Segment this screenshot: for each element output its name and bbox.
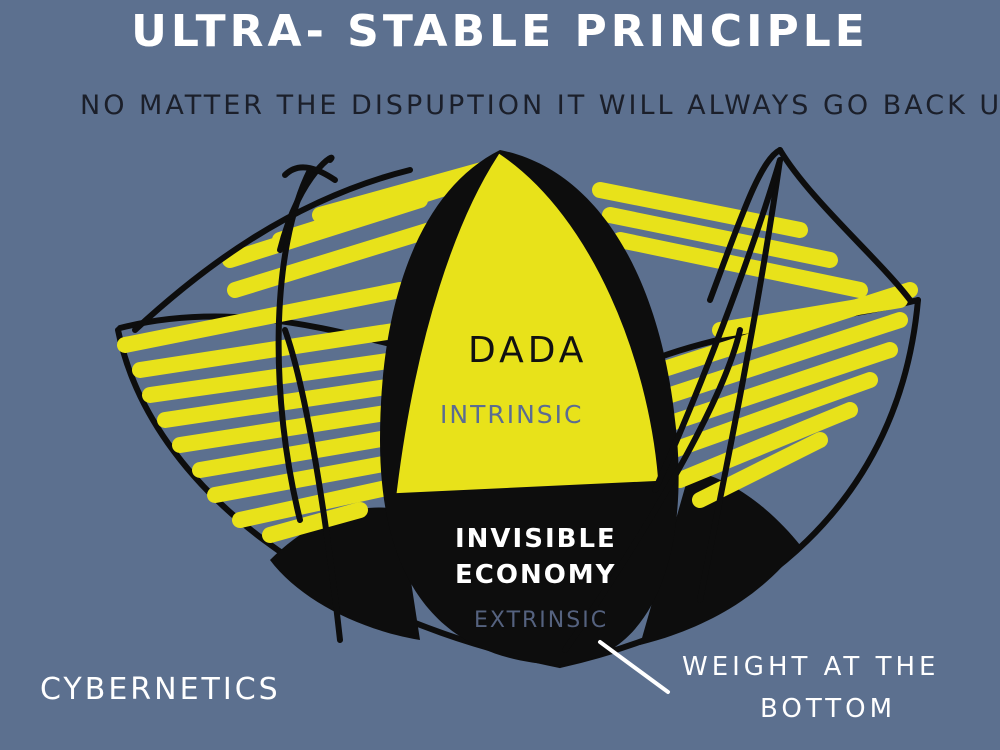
core-top-sublabel: INTRINSIC [440,400,584,429]
core-bottom-sublabel: EXTRINSIC [474,608,609,633]
bottom-weight-mass [270,470,800,645]
bowl-ribs [132,147,913,653]
corner-label: CYBERNETICS [40,672,281,707]
yellow-hatching-left [117,157,508,543]
page-title: ULTRA- STABLE PRINCIPLE [131,6,869,57]
core-bottom-label-line1: INVISIBLE [455,524,617,554]
annotation-line1: WEIGHT AT THE [682,652,940,682]
subtitle: NO MATTER THE DISPUPTION IT WILL ALWAYS … [80,90,1000,121]
yellow-cone [396,153,659,494]
core-bottom-label-line2: ECONOMY [455,560,617,590]
weight-pointer-line [598,640,670,694]
core-top-label: DADA [468,330,588,371]
annotation-line2: BOTTOM [760,694,897,724]
